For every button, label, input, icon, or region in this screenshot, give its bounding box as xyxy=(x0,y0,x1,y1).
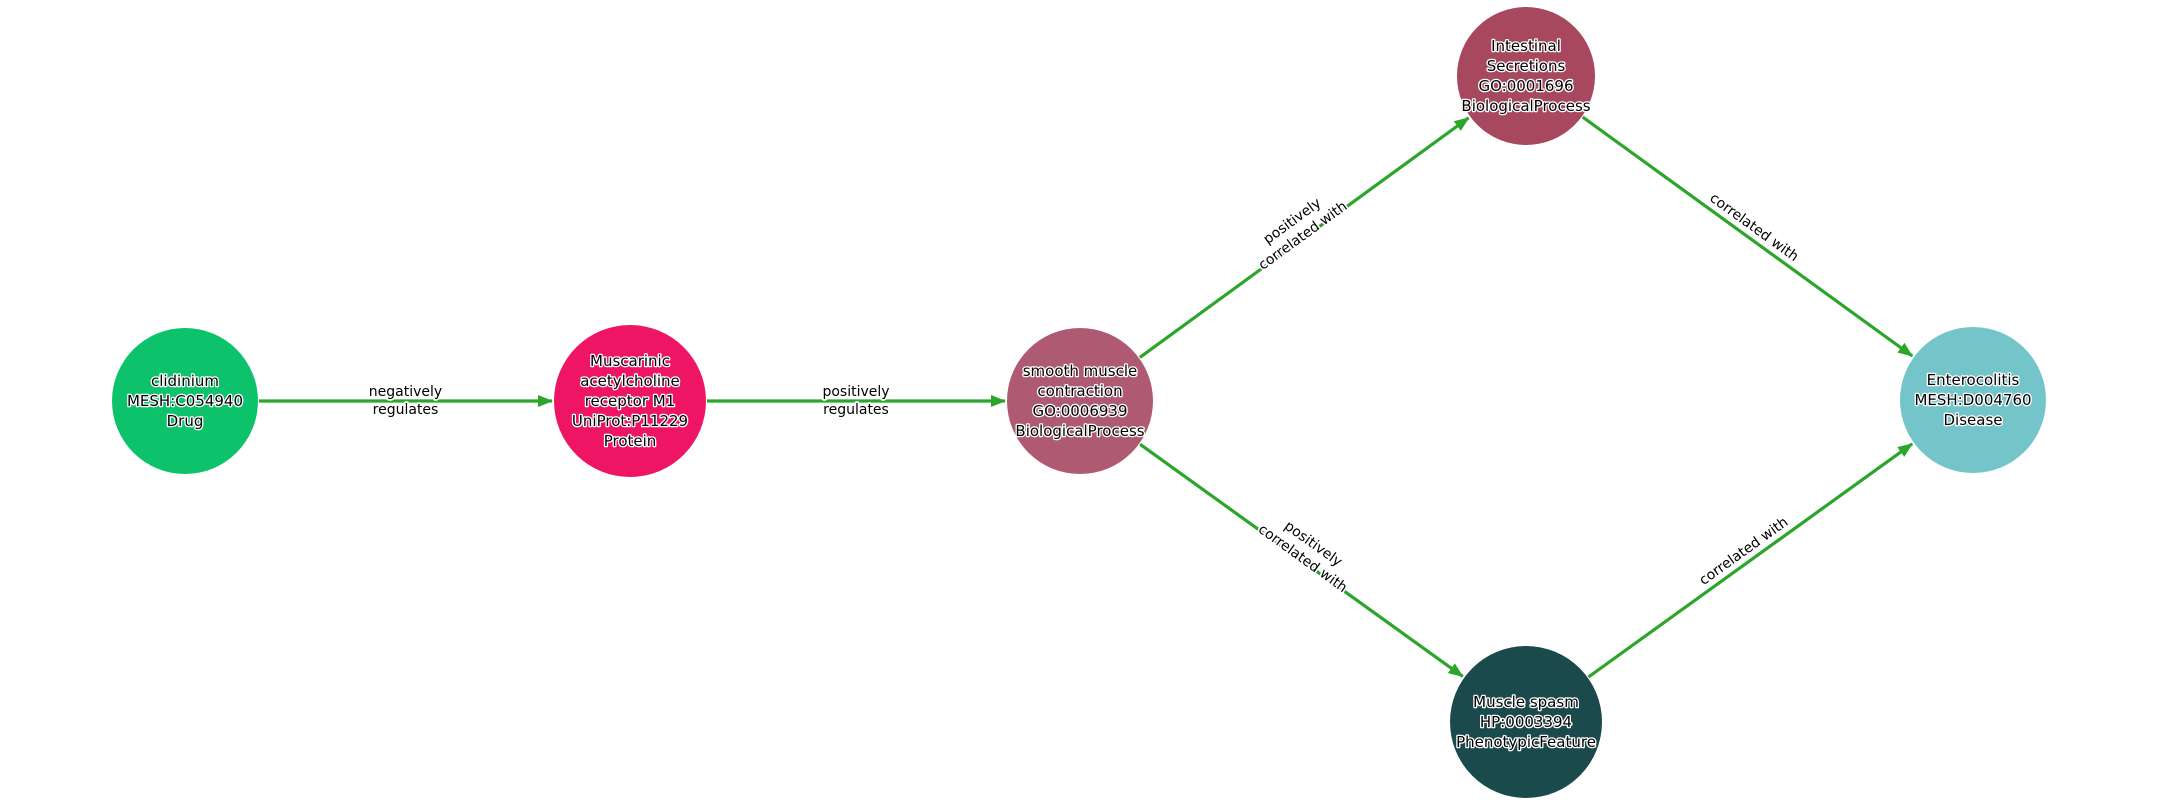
edge-intestinal-secretions--enterocolitis xyxy=(1581,115,1914,358)
edge-label-smooth-muscle-contraction--intestinal-secretions: positivelycorrelated with xyxy=(1245,184,1350,274)
node-muscarinic-acetylcholine-receptor-m1-circle xyxy=(554,325,706,477)
edge-smooth-muscle-contraction--intestinal-secretions xyxy=(1138,116,1470,359)
node-enterocolitis-circle xyxy=(1900,327,2046,473)
node-clidinium-circle xyxy=(112,328,258,474)
edge-muscle-spasm--enterocolitis xyxy=(1587,442,1914,679)
edge-label-intestinal-secretions--enterocolitis: correlated with xyxy=(1707,190,1802,265)
edge-label-muscle-spasm--enterocolitis: correlated with xyxy=(1696,514,1791,589)
edge-label-smooth-muscle-contraction--muscle-spasm: positivelycorrelated with xyxy=(1255,507,1360,596)
edge-layer xyxy=(259,115,1914,679)
node-muscle-spasm-circle xyxy=(1450,646,1602,798)
node-intestinal-secretions-circle xyxy=(1457,7,1595,145)
edge-smooth-muscle-contraction--muscle-spasm xyxy=(1139,442,1464,678)
node-smooth-muscle-contraction-circle xyxy=(1007,328,1153,474)
